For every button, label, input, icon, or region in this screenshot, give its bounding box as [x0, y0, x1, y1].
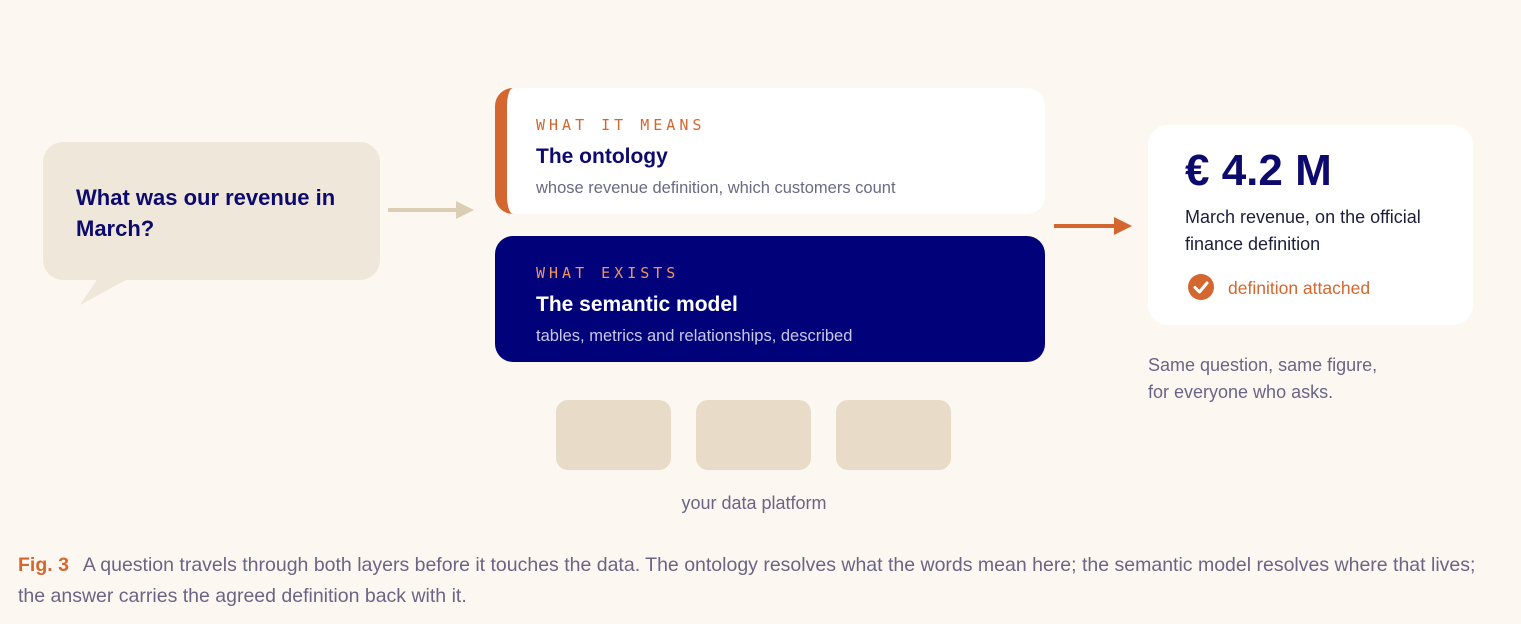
platform-tile	[836, 400, 951, 470]
semantic-model-title: The semantic model	[536, 293, 738, 316]
answer-value: € 4.2 M	[1185, 146, 1332, 195]
side-note-line: for everyone who asks.	[1148, 382, 1334, 402]
semantic-model-subtitle: tables, metrics and relationships, descr…	[536, 327, 853, 345]
arrow-question-to-layers	[388, 201, 474, 219]
check-circle-icon	[1188, 274, 1214, 300]
ontology-card	[495, 88, 1045, 214]
question-text: What was our revenue in March?	[76, 185, 336, 241]
side-note-line: Same question, same figure,	[1148, 355, 1378, 375]
figure-label: Fig. 3	[18, 554, 69, 576]
platform-label: your data platform	[681, 493, 827, 513]
side-note: Same question, same figure, for everyone…	[1148, 352, 1448, 406]
answer-status: definition attached	[1228, 278, 1371, 298]
ontology-title: The ontology	[536, 145, 668, 168]
platform-tile	[556, 400, 671, 470]
ontology-subtitle: whose revenue definition, which customer…	[536, 179, 896, 197]
arrow-layers-to-answer	[1054, 217, 1132, 235]
caption-text: A question travels through both layers b…	[18, 554, 1476, 607]
semantic-model-card	[495, 236, 1045, 362]
answer-description: March revenue, on the official finance d…	[1185, 207, 1421, 254]
question-bubble	[43, 142, 380, 280]
semantic-model-eyebrow: WHAT EXISTS	[536, 264, 680, 282]
ontology-eyebrow: WHAT IT MEANS	[536, 116, 706, 134]
platform-tile	[696, 400, 811, 470]
